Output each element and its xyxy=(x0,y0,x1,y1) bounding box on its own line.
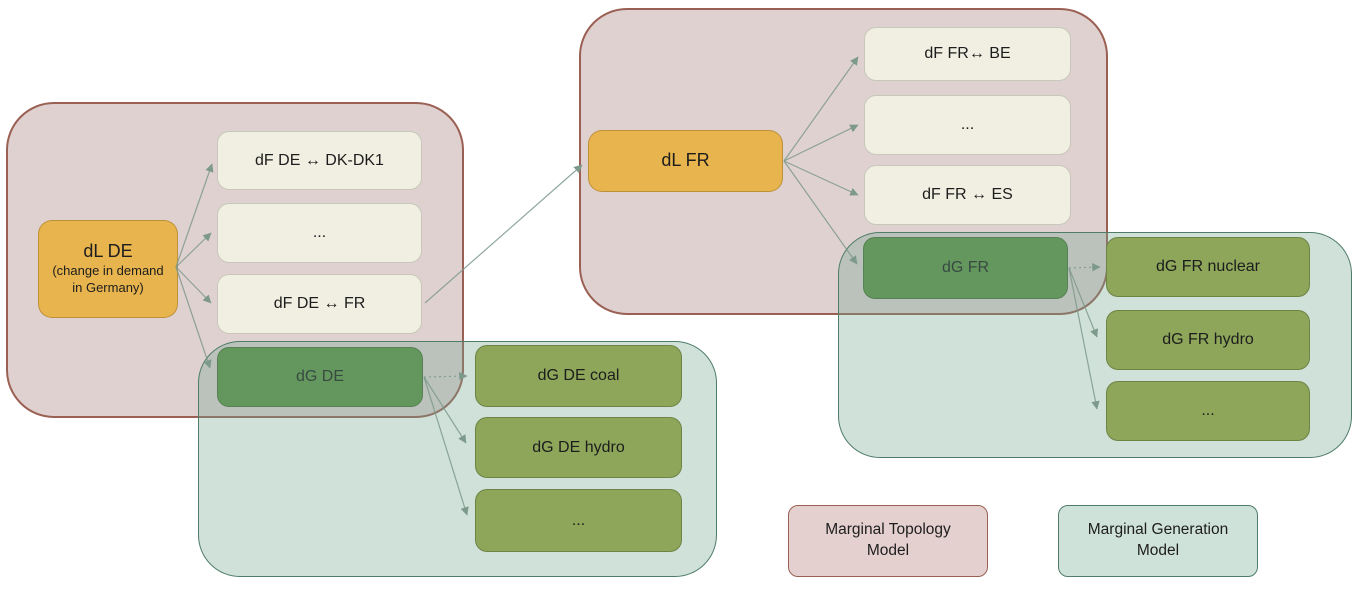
node-df-fr-es: dF FR ↔ ES xyxy=(864,165,1071,225)
leaf-dg-de-ellipsis: ... xyxy=(475,489,682,552)
leaf-dg-de-hydro: dG DE hydro xyxy=(475,417,682,478)
leaf-dg-fr-hydro-label: dG FR hydro xyxy=(1162,331,1254,349)
node-df-fr-be: dF FR↔ BE xyxy=(864,27,1071,81)
node-dl-de-label: dL DE xyxy=(83,241,133,262)
leaf-dg-fr-hydro: dG FR hydro xyxy=(1106,310,1310,370)
legend-topology-label: Marginal Topology Model xyxy=(825,521,951,559)
node-dg-fr: dG FR xyxy=(863,237,1068,299)
leaf-dg-fr-ellipsis: ... xyxy=(1106,381,1310,441)
node-dl-fr-label: dL FR xyxy=(661,150,710,171)
node-dg-de: dG DE xyxy=(217,347,423,407)
node-df-fr-be-label: dF FR↔ BE xyxy=(924,45,1011,63)
legend-generation-label: Marginal Generation Model xyxy=(1087,521,1229,559)
node-dl-de-sublabel: (change in demand in Germany) xyxy=(52,262,164,295)
legend-generation: Marginal Generation Model xyxy=(1058,505,1258,577)
leaf-dg-fr-nuclear-label: dG FR nuclear xyxy=(1155,258,1261,276)
node-df-fr-ellipsis: ... xyxy=(864,95,1071,155)
node-df-fr-ellipsis-label: ... xyxy=(960,116,975,134)
node-dl-fr: dL FR xyxy=(588,130,783,192)
leaf-dg-de-coal: dG DE coal xyxy=(475,345,682,407)
node-dg-de-label: dG DE xyxy=(295,368,344,386)
leaf-dg-de-ellipsis-label: ... xyxy=(571,511,586,529)
legend-topology: Marginal Topology Model xyxy=(788,505,988,577)
leaf-dg-de-hydro-label: dG DE hydro xyxy=(532,438,625,456)
leaf-dg-fr-ellipsis-label: ... xyxy=(1201,402,1215,420)
node-df-de-ellipsis-label: ... xyxy=(312,224,327,242)
node-df-de-dkdk1: dF DE ↔ DK-DK1 xyxy=(217,131,422,190)
node-df-de-ellipsis: ... xyxy=(217,203,422,263)
node-df-de-fr-label: dF DE ↔ FR xyxy=(273,295,366,313)
leaf-dg-fr-nuclear: dG FR nuclear xyxy=(1106,237,1310,297)
node-dg-fr-label: dG FR xyxy=(941,259,990,277)
node-df-fr-es-label: dF FR ↔ ES xyxy=(922,186,1013,204)
node-df-de-fr: dF DE ↔ FR xyxy=(217,274,422,334)
node-dl-de: dL DE (change in demand in Germany) xyxy=(38,220,178,318)
leaf-dg-de-coal-label: dG DE coal xyxy=(537,367,620,385)
node-df-de-dkdk1-label: dF DE ↔ DK-DK1 xyxy=(255,151,384,169)
